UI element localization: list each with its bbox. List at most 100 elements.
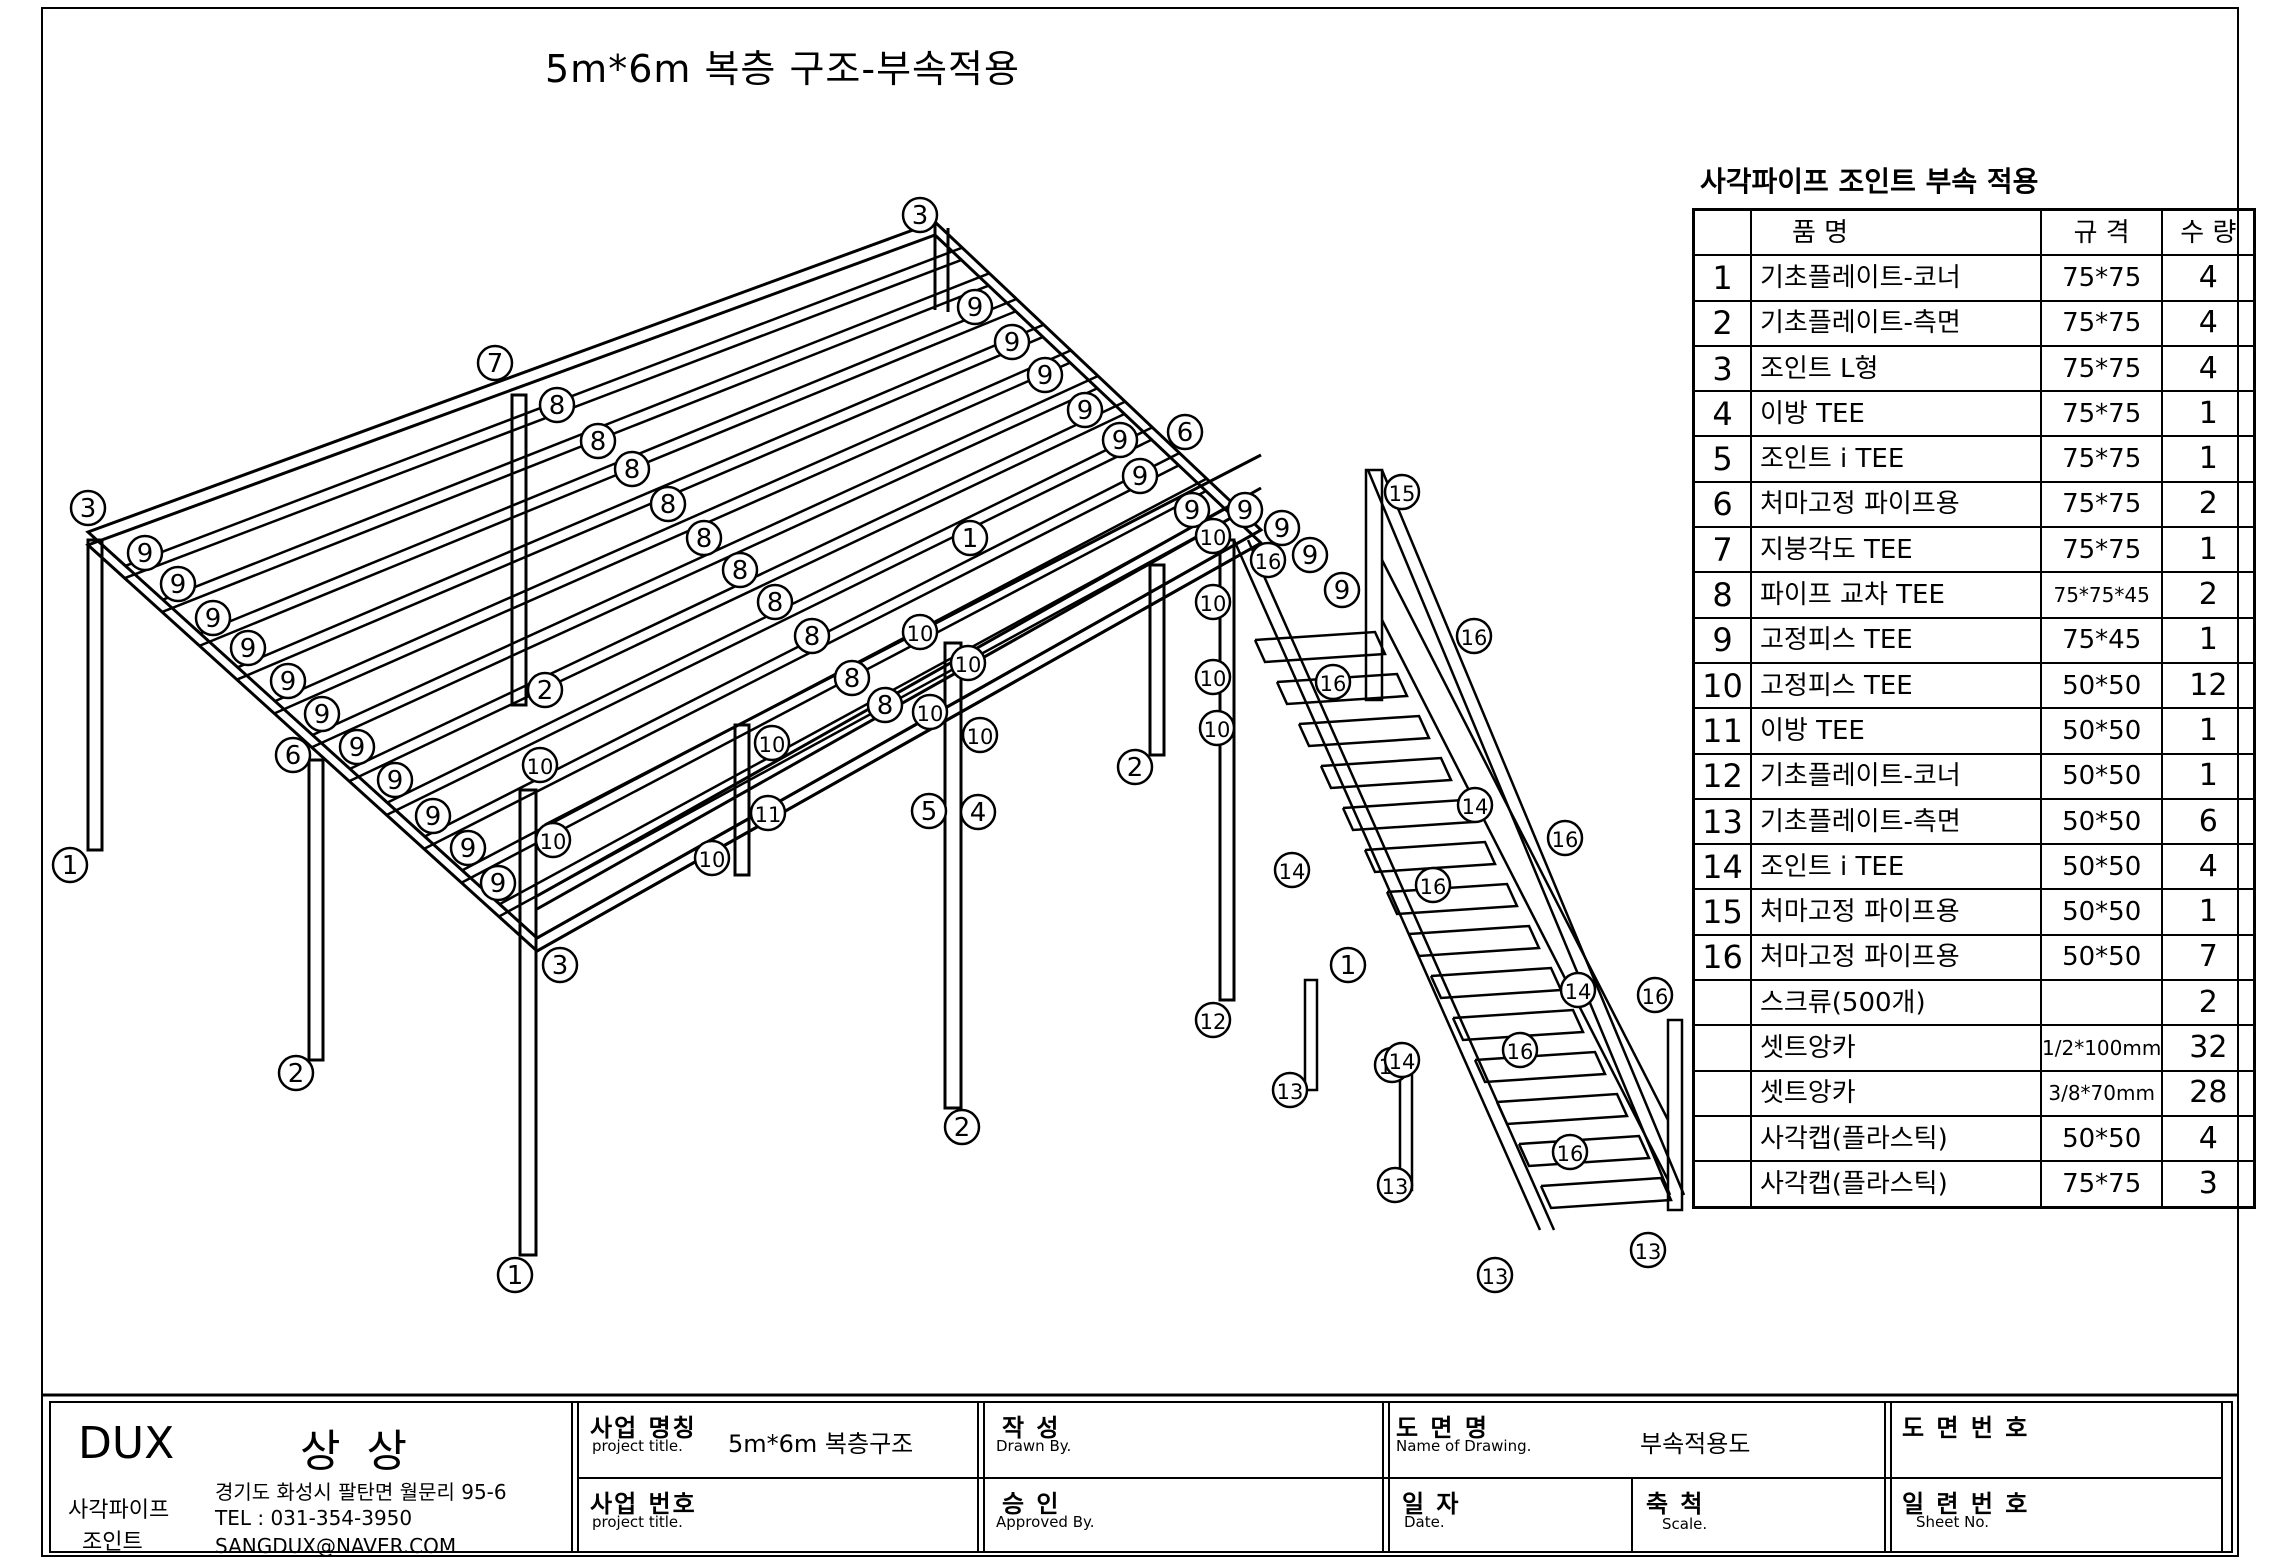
callout-14: 14 — [1559, 971, 1597, 1009]
callout-number: 9 — [967, 293, 984, 323]
callout-8: 8 — [579, 422, 617, 460]
callout-number: 10 — [759, 733, 786, 757]
parts-cell-name: 기초플레이트-측면 — [1750, 797, 2042, 846]
callout-number: 9 — [1077, 396, 1094, 426]
callout-circle — [521, 746, 559, 784]
parts-cell-no — [1692, 1160, 1752, 1209]
callout-circle — [126, 534, 164, 572]
header-name: 품 명 — [1750, 208, 2042, 257]
parts-cell-qty: 4 — [2161, 1114, 2256, 1163]
joist-line — [311, 386, 1099, 749]
callout-number: 10 — [955, 653, 982, 677]
parts-cell-spec: 1/2*100mm — [2039, 1024, 2164, 1072]
callout-circle — [479, 864, 517, 902]
project-title-label-en: project title. — [592, 1437, 683, 1455]
callout-circle — [476, 344, 514, 382]
callout-circle — [449, 829, 487, 867]
callout-9: 9 — [449, 829, 487, 867]
callout-1: 1 — [496, 1256, 534, 1294]
callout-number: 10 — [1200, 667, 1227, 691]
callout-circle — [159, 565, 197, 603]
callout-circle — [1173, 491, 1211, 529]
parts-cell-qty: 4 — [2161, 299, 2256, 347]
parts-table-row: 스크류(500개)2 — [1692, 979, 2256, 1027]
parts-cell-no: 6 — [1692, 480, 1752, 529]
parts-cell-name: 지붕각도 TEE — [1750, 526, 2042, 574]
parts-cell-name: 기초플레이트-코너 — [1750, 254, 2042, 302]
parts-cell-no: 4 — [1692, 390, 1752, 438]
callout-number: 8 — [877, 691, 894, 721]
joist-line — [162, 284, 990, 613]
callout-13: 13 — [1376, 1166, 1414, 1204]
callout-number: 8 — [590, 427, 607, 457]
callout-number: 13 — [1277, 1080, 1304, 1104]
callout-number: 10 — [540, 830, 567, 854]
callout-16: 16 — [1636, 976, 1674, 1014]
callout-circle — [1629, 1231, 1667, 1269]
callout-number: 5 — [921, 797, 938, 827]
callout-number: 9 — [387, 766, 404, 796]
callout-5: 5 — [910, 792, 948, 830]
callout-10: 10 — [534, 821, 572, 859]
callout-9: 9 — [1026, 356, 1064, 394]
callout-9: 9 — [414, 797, 452, 835]
parts-cell-spec: 50*50 — [2039, 707, 2164, 755]
callout-number: 14 — [1389, 1050, 1416, 1074]
callout-circle — [1456, 786, 1494, 824]
callout-circle — [1383, 1041, 1421, 1079]
parts-cell-qty: 28 — [2161, 1069, 2256, 1117]
callout-9: 9 — [1121, 457, 1159, 495]
callout-1: 1 — [51, 846, 89, 884]
parts-cell-name: 이방 TEE — [1750, 390, 2042, 438]
joist-line — [199, 309, 1017, 647]
callout-circle — [269, 662, 307, 700]
callout-circle — [526, 671, 564, 709]
parts-cell-qty: 1 — [2161, 707, 2256, 755]
parts-cell-spec: 75*75 — [2039, 435, 2164, 483]
parts-cell-qty: 1 — [2161, 888, 2256, 936]
callout-number: 9 — [170, 570, 187, 600]
callout-8: 8 — [833, 659, 871, 697]
callout-circle — [756, 583, 794, 621]
header-qty: 수 량 — [2161, 208, 2256, 257]
parts-cell-name: 스크류(500개) — [1750, 979, 2042, 1027]
parts-cell-name: 파이프 교차 TEE — [1750, 571, 2042, 619]
callout-number: 3 — [552, 951, 569, 981]
joist-line — [349, 412, 1126, 782]
callout-number: 9 — [1037, 361, 1054, 391]
callout-3: 3 — [901, 196, 939, 234]
joist-line — [237, 323, 1045, 669]
parts-cell-name: 조인트 L형 — [1750, 344, 2042, 393]
callout-10: 10 — [521, 746, 559, 784]
callout-number: 15 — [1389, 482, 1416, 506]
parts-cell-spec: 75*75 — [2039, 254, 2164, 302]
parts-cell-name: 이방 TEE — [1750, 707, 2042, 755]
callout-number: 2 — [288, 1059, 305, 1089]
callout-9: 9 — [1066, 391, 1104, 429]
drawing-name-value: 부속적용도 — [1640, 1430, 1751, 1458]
company-address: 경기도 화성시 팔탄면 월문리 95-6 — [215, 1480, 507, 1504]
callout-16: 16 — [1501, 1031, 1539, 1069]
callout-number: 9 — [137, 539, 154, 569]
stair-tread — [1297, 714, 1431, 748]
parts-cell-name: 사각캡(플라스틱) — [1750, 1160, 2042, 1209]
stair-tread — [1319, 756, 1453, 790]
callout-number: 8 — [732, 556, 749, 586]
callout-9: 9 — [303, 695, 341, 733]
callout-number: 16 — [1642, 985, 1669, 1009]
callout-circle — [833, 659, 871, 697]
callout-circle — [1066, 391, 1104, 429]
callout-9: 9 — [993, 323, 1031, 361]
joist-line — [237, 335, 1045, 681]
parts-cell-name: 조인트 i TEE — [1750, 435, 2042, 483]
callout-circle — [1376, 1166, 1414, 1204]
callout-number: 12 — [1200, 1010, 1227, 1034]
callout-number: 9 — [460, 834, 477, 864]
callout-number: 10 — [699, 848, 726, 872]
callout-8: 8 — [756, 583, 794, 621]
callout-circle — [749, 794, 787, 832]
